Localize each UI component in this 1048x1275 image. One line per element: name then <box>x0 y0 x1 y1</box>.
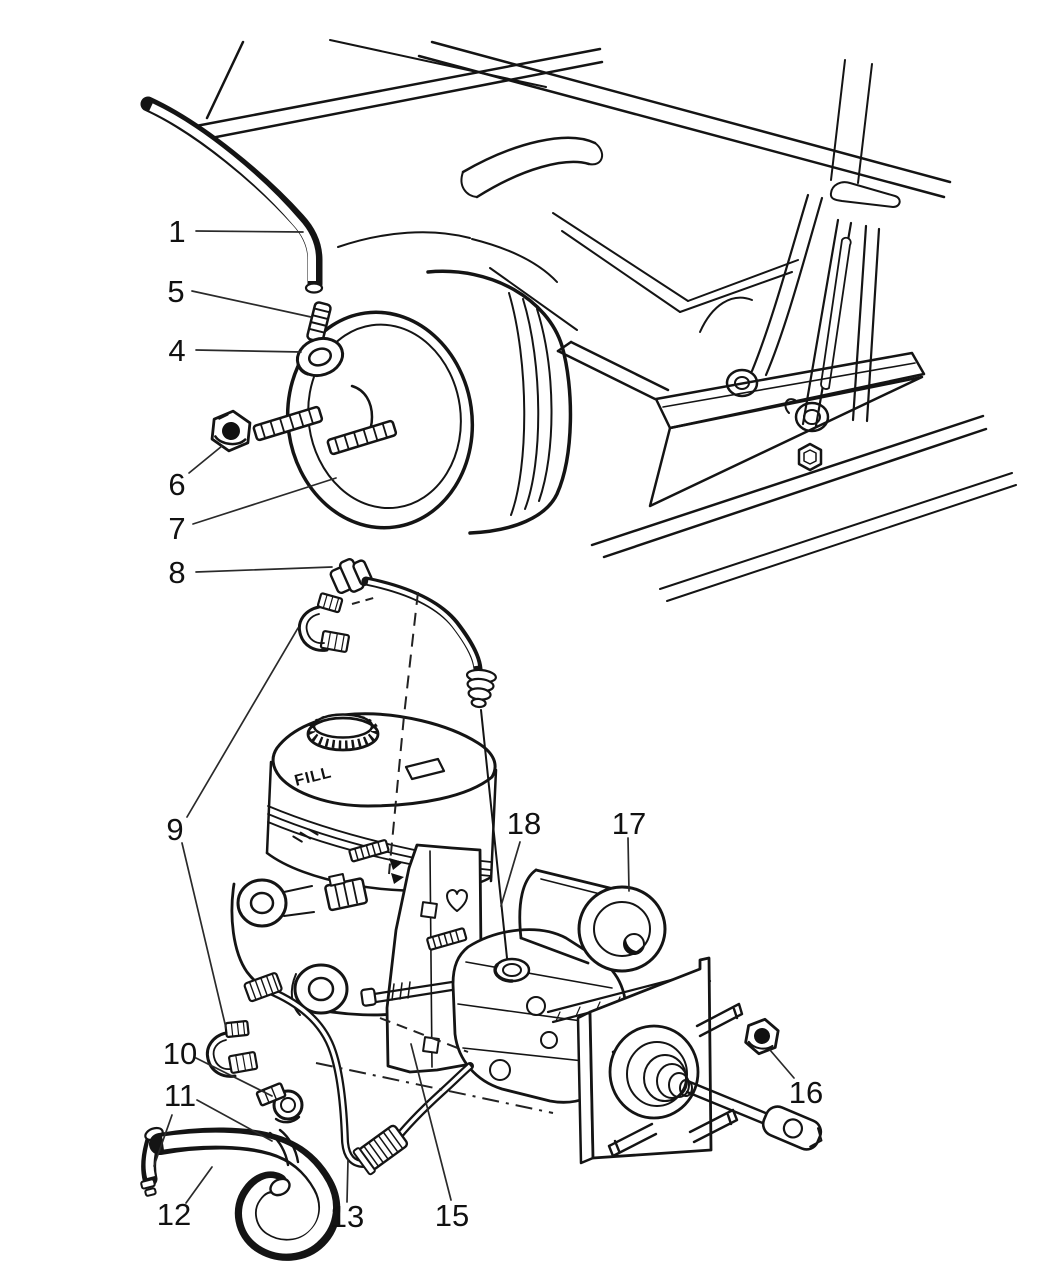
retainer-clip-lower <box>205 1019 259 1078</box>
booster-mounting-stud <box>252 405 324 442</box>
brake-tube <box>329 558 508 959</box>
reservoir-cap <box>306 713 380 752</box>
bracket-bolt <box>797 442 823 472</box>
leader-1 <box>195 230 304 233</box>
callout-labels: 1 5 4 6 7 8 9 10 11 12 13 15 16 17 18 <box>157 214 823 1234</box>
firewall-stud <box>348 839 390 863</box>
tube-fitting <box>352 1124 409 1176</box>
fluid-level-connector <box>324 873 368 912</box>
leader-15 <box>410 1043 452 1201</box>
pushrod-nut <box>744 1017 780 1056</box>
leader-17 <box>627 837 630 892</box>
projection-lines <box>315 591 554 1114</box>
frame-rail <box>590 414 1017 602</box>
callout-label-18: 18 <box>507 806 541 841</box>
callout-label-5: 5 <box>167 274 184 309</box>
leader-9b <box>181 842 227 1029</box>
callout-label-6: 6 <box>168 467 185 502</box>
callout-label-15: 15 <box>435 1198 469 1233</box>
booster-mounting-stud <box>326 419 398 456</box>
leader-9a <box>186 627 299 818</box>
return-hose <box>140 1126 341 1261</box>
leader-6 <box>188 445 223 474</box>
leader-12 <box>185 1166 213 1204</box>
booster-mounting-plate <box>576 956 823 1165</box>
leader-16 <box>769 1049 795 1079</box>
input-rod <box>360 980 454 1007</box>
booster-inlet-port <box>493 957 531 983</box>
leader-4 <box>195 349 302 353</box>
tube-nut <box>329 558 373 595</box>
check-valve-grommet <box>295 336 345 378</box>
check-valve <box>306 301 332 343</box>
pushrod <box>685 1080 823 1151</box>
callout-label-13: 13 <box>330 1199 364 1234</box>
pushrod-clevis <box>761 1105 823 1151</box>
pressure-tube <box>243 972 474 1176</box>
callout-label-9: 9 <box>166 812 183 847</box>
callout-label-8: 8 <box>168 555 185 590</box>
leader-5 <box>191 290 312 318</box>
vacuum-hose <box>140 96 324 294</box>
tube-coupling <box>465 668 497 709</box>
tube-nut <box>243 972 283 1003</box>
leader-18 <box>500 841 521 907</box>
leader-8 <box>195 566 333 573</box>
cowl-structure <box>194 39 952 331</box>
callout-label-1: 1 <box>168 214 185 249</box>
leader-11b <box>153 1114 173 1167</box>
booster-support-bracket <box>556 340 926 508</box>
callout-label-11: 11 <box>164 1078 196 1113</box>
leader-lines <box>153 230 795 1204</box>
callout-label-7: 7 <box>168 511 185 546</box>
firewall-stud <box>426 927 468 951</box>
hose-end-tips <box>140 1178 157 1197</box>
leader-13 <box>346 1159 349 1203</box>
leader-7 <box>192 477 337 525</box>
mounting-nut <box>210 409 252 453</box>
callout-label-12: 12 <box>157 1197 191 1232</box>
callout-label-10: 10 <box>163 1036 197 1071</box>
callout-label-4: 4 <box>168 333 185 368</box>
wiper-linkage <box>699 59 881 433</box>
reservoir-emboss-mark <box>292 828 319 843</box>
leader-10 <box>195 1057 273 1097</box>
callout-label-17: 17 <box>612 806 646 841</box>
callout-label-16: 16 <box>789 1075 823 1110</box>
hose-clamp <box>255 1082 304 1124</box>
leader-11a <box>196 1099 273 1142</box>
retainer-clip-upper <box>297 592 350 653</box>
pushrod-boss <box>608 1024 700 1120</box>
